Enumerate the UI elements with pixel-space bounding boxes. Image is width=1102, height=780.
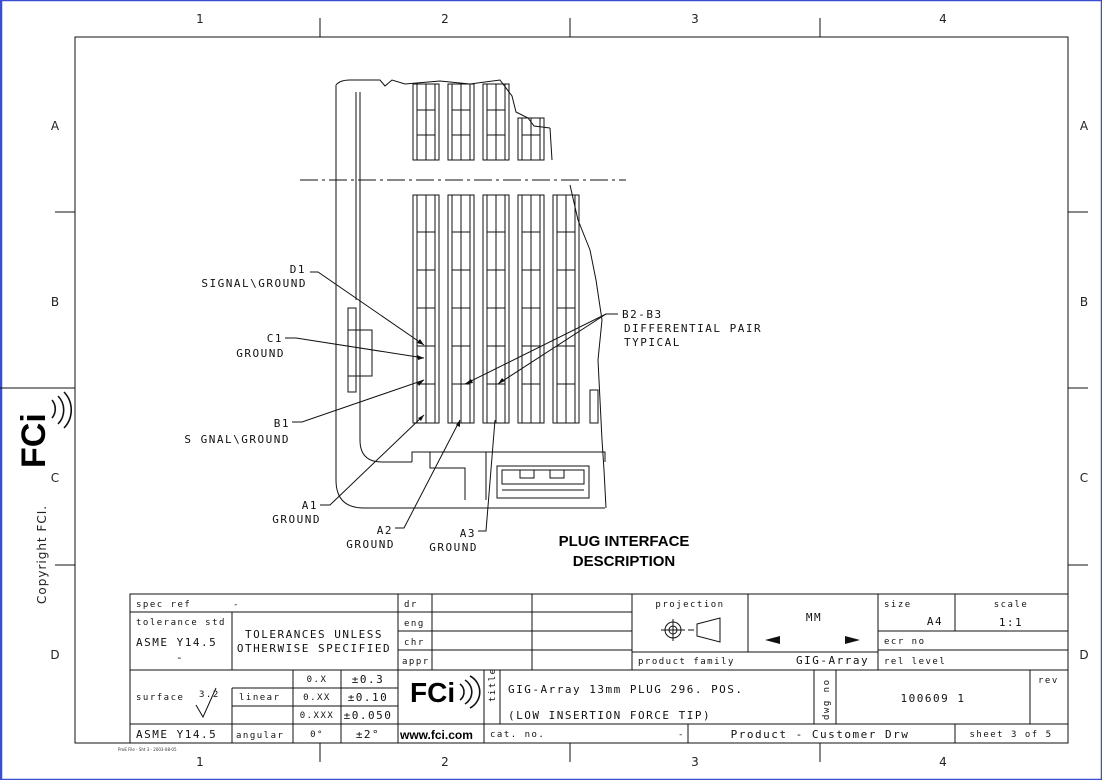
projection-label: projection xyxy=(655,600,724,610)
callout-d1-desc: SIGNAL\GROUND xyxy=(201,277,307,290)
linear-label: linear xyxy=(239,693,281,703)
border-col-3-top: 3 xyxy=(691,12,699,26)
border-col-1-top: 1 xyxy=(196,12,204,26)
border-row-b-right: B xyxy=(1080,295,1088,309)
tolerance-std-value: ASME Y14.5 xyxy=(136,636,217,649)
callout-b2b3-desc-2: TYPICAL xyxy=(624,336,681,349)
border-row-a-left: A xyxy=(51,119,60,133)
callout-b2b3-desc-1: DIFFERENTIAL PAIR xyxy=(624,322,762,335)
rev-label: rev xyxy=(1038,676,1059,686)
product-family-value: GIG-Array xyxy=(796,654,869,667)
angular-label: angular xyxy=(236,731,284,741)
callout-c1-id: C1 xyxy=(267,332,283,345)
dwg-no-label: dwg no xyxy=(822,678,832,720)
size-value: A4 xyxy=(927,615,943,628)
cat-no-label: cat. no. xyxy=(490,730,545,740)
border-col-4-top: 4 xyxy=(939,12,947,26)
callout-a1-desc: GROUND xyxy=(272,513,321,526)
tol-xx-value: ±0.10 xyxy=(348,691,389,704)
border-col-2-bottom: 2 xyxy=(441,755,449,769)
view-heading-line-1: PLUG INTERFACE xyxy=(559,533,690,550)
surface-value: 3.2 xyxy=(199,690,220,700)
surface-std: ASME Y14.5 xyxy=(136,728,217,741)
tol-x-value: ±0.3 xyxy=(352,673,385,686)
scale-value: 1:1 xyxy=(999,616,1023,629)
spec-ref-value: - xyxy=(233,600,240,610)
tolerances-note-1: TOLERANCES UNLESS xyxy=(245,628,383,641)
border-row-d-right: D xyxy=(1079,648,1088,662)
drawing-type: Product - Customer Drw xyxy=(731,728,910,741)
tol-xxx-label: 0.XXX xyxy=(300,711,335,721)
projection-symbol-icon xyxy=(661,617,721,643)
cat-no-value: - xyxy=(678,730,685,740)
title-block: spec ref - tolerance std ASME Y14.5 - TO… xyxy=(118,593,1069,752)
border-col-1-bottom: 1 xyxy=(196,755,204,769)
callout-b2b3-id: B2-B3 xyxy=(622,308,663,321)
callout-b1-id: B1 xyxy=(274,417,290,430)
border-col-2-top: 2 xyxy=(441,12,449,26)
rel-level-label: rel level xyxy=(884,657,946,667)
size-label: size xyxy=(884,600,912,610)
ecr-label: ecr no xyxy=(884,637,926,647)
fci-side-logo: FCi xyxy=(15,391,73,468)
tolerances-note-2: OTHERWISE SPECIFIED xyxy=(237,642,391,655)
fci-title-logo: FCi xyxy=(410,675,481,709)
callout-a3-id: A3 xyxy=(460,527,476,540)
fci-side-logo-text: FCi xyxy=(15,413,53,468)
border-col-4-bottom: 4 xyxy=(939,755,947,769)
eng-label: eng xyxy=(404,619,425,629)
callout-a2-id: A2 xyxy=(377,524,393,537)
tol-xx-label: 0.XX xyxy=(303,693,331,703)
units-arrows-icon xyxy=(765,636,860,644)
tolerance-std-label: tolerance std xyxy=(136,618,226,628)
title-line-1: GIG-Array 13mm PLUG 296. POS. xyxy=(508,683,744,696)
connector-drawing xyxy=(285,79,626,532)
title-line-2: (LOW INSERTION FORCE TIP) xyxy=(508,709,711,722)
spec-ref-label: spec ref xyxy=(136,600,191,610)
border-col-3-bottom: 3 xyxy=(691,755,699,769)
footer-stamp: ProE File - Sht 3 - 2003-08-05 xyxy=(118,747,177,752)
chr-label: chr xyxy=(404,638,425,648)
product-family-label: product family xyxy=(638,657,735,667)
callout-a1-id: A1 xyxy=(302,499,318,512)
border-row-d-left: D xyxy=(50,648,59,662)
callout-a3-desc: GROUND xyxy=(429,541,478,554)
website-link[interactable]: www.fci.com xyxy=(399,728,473,742)
border-row-a-right: A xyxy=(1080,119,1089,133)
angular-value: ±2° xyxy=(356,728,380,741)
fci-title-logo-text: FCi xyxy=(410,677,455,708)
title-label: title xyxy=(488,667,498,702)
scale-label: scale xyxy=(994,600,1029,610)
copyright-text: Copyright FCI. xyxy=(35,505,49,604)
surface-label: surface xyxy=(136,693,184,703)
callout-c1-desc: GROUND xyxy=(236,347,285,360)
border-row-b-left: B xyxy=(51,295,59,309)
sheet-number: sheet 3 of 5 xyxy=(969,730,1052,740)
dr-label: dr xyxy=(404,600,418,610)
callout-b1-desc: S GNAL\GROUND xyxy=(184,433,290,446)
surface-finish-icon xyxy=(195,687,217,719)
angular-base: 0° xyxy=(310,730,324,740)
callout-a2-desc: GROUND xyxy=(346,538,395,551)
tolerance-std-dash: - xyxy=(176,651,184,664)
view-heading-line-2: DESCRIPTION xyxy=(573,553,676,570)
tol-x-label: 0.X xyxy=(307,675,328,685)
border-row-c-left: C xyxy=(51,471,59,485)
appr-label: appr xyxy=(402,657,430,667)
dwg-no-value: 100609 1 xyxy=(901,692,966,705)
units-label: MM xyxy=(806,611,822,624)
callout-d1-id: D1 xyxy=(290,263,306,276)
border-row-c-right: C xyxy=(1080,471,1088,485)
tol-xxx-value: ±0.050 xyxy=(344,709,393,722)
